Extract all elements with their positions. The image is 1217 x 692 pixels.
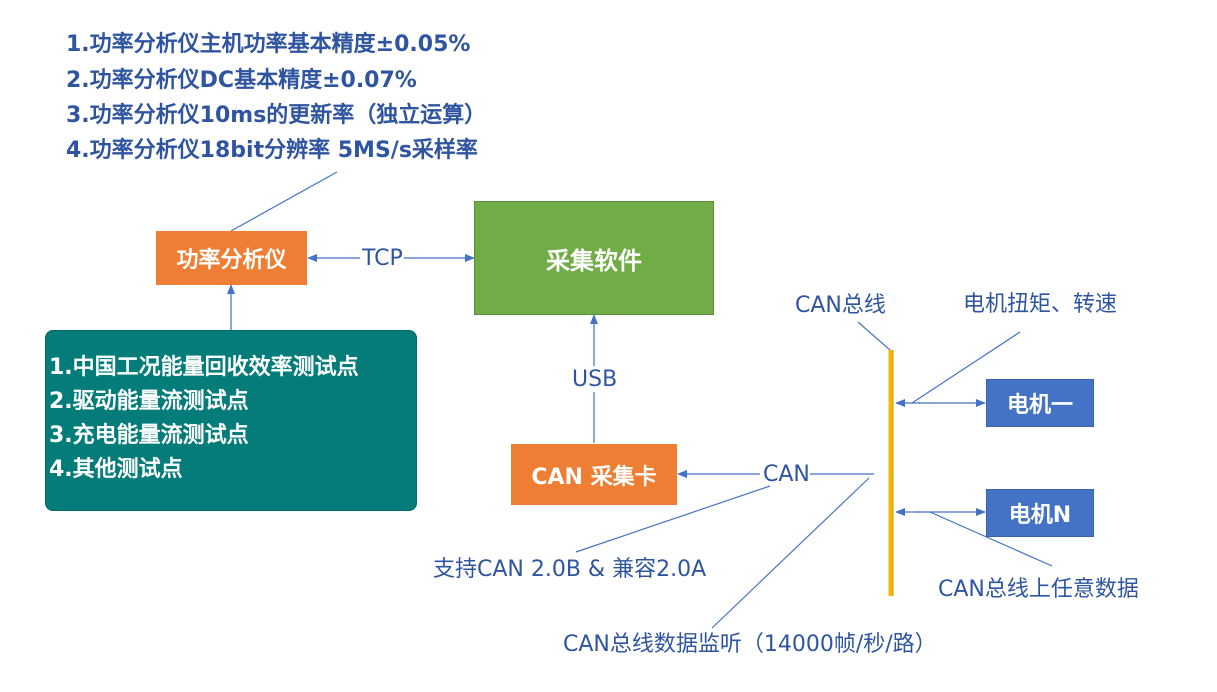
- test-point-2: 2.驱动能量流测试点: [49, 389, 249, 414]
- spec-callout-line: [230, 171, 338, 232]
- can-monitor-label: CAN总线数据监听（14000帧/秒/路）: [563, 632, 937, 657]
- tcp-label: TCP: [362, 246, 403, 271]
- motor-n-node: 电机N: [986, 489, 1094, 537]
- motor-torque-speed-label: 电机扭矩、转速: [963, 292, 1118, 317]
- can-compat-leader: [575, 485, 771, 553]
- motor-n-label: 电机N: [1008, 503, 1072, 528]
- acq-software-label: 采集软件: [546, 246, 642, 275]
- spec-line-4: 4.功率分析仪18bit分辨率 5MS/s采样率: [66, 138, 478, 163]
- torque-leader: [911, 331, 1021, 404]
- can-bus-label: CAN总线: [795, 293, 886, 318]
- motor-one-node: 电机一: [986, 379, 1094, 427]
- can-compat-label: 支持CAN 2.0B & 兼容2.0A: [433, 557, 707, 582]
- test-point-3: 3.充电能量流测试点: [49, 423, 249, 448]
- can-card-node: CAN 采集卡: [511, 444, 677, 505]
- can-monitor-leader: [711, 477, 870, 629]
- test-points-box: 1.中国工况能量回收效率测试点 2.驱动能量流测试点 3.充电能量流测试点 4.…: [45, 330, 417, 511]
- can-card-label: CAN 采集卡: [531, 464, 657, 490]
- can-link-label: CAN: [763, 462, 810, 487]
- can-any-data-label: CAN总线上任意数据: [938, 577, 1139, 602]
- acq-software-node: 采集软件: [474, 201, 714, 315]
- spec-line-1: 1.功率分析仪主机功率基本精度±0.05%: [66, 32, 471, 57]
- usb-label: USB: [572, 367, 618, 392]
- any-data-leader: [929, 511, 1053, 567]
- power-analyzer-node: 功率分析仪: [156, 231, 307, 285]
- spec-line-2: 2.功率分析仪DC基本精度±0.07%: [66, 68, 417, 93]
- can-bus-leader: [857, 321, 891, 351]
- power-analyzer-label: 功率分析仪: [176, 248, 287, 273]
- motor-one-label: 电机一: [1006, 393, 1073, 418]
- test-point-1: 1.中国工况能量回收效率测试点: [49, 355, 359, 380]
- spec-line-3: 3.功率分析仪10ms的更新率（独立运算）: [66, 103, 487, 128]
- test-point-4: 4.其他测试点: [49, 457, 183, 482]
